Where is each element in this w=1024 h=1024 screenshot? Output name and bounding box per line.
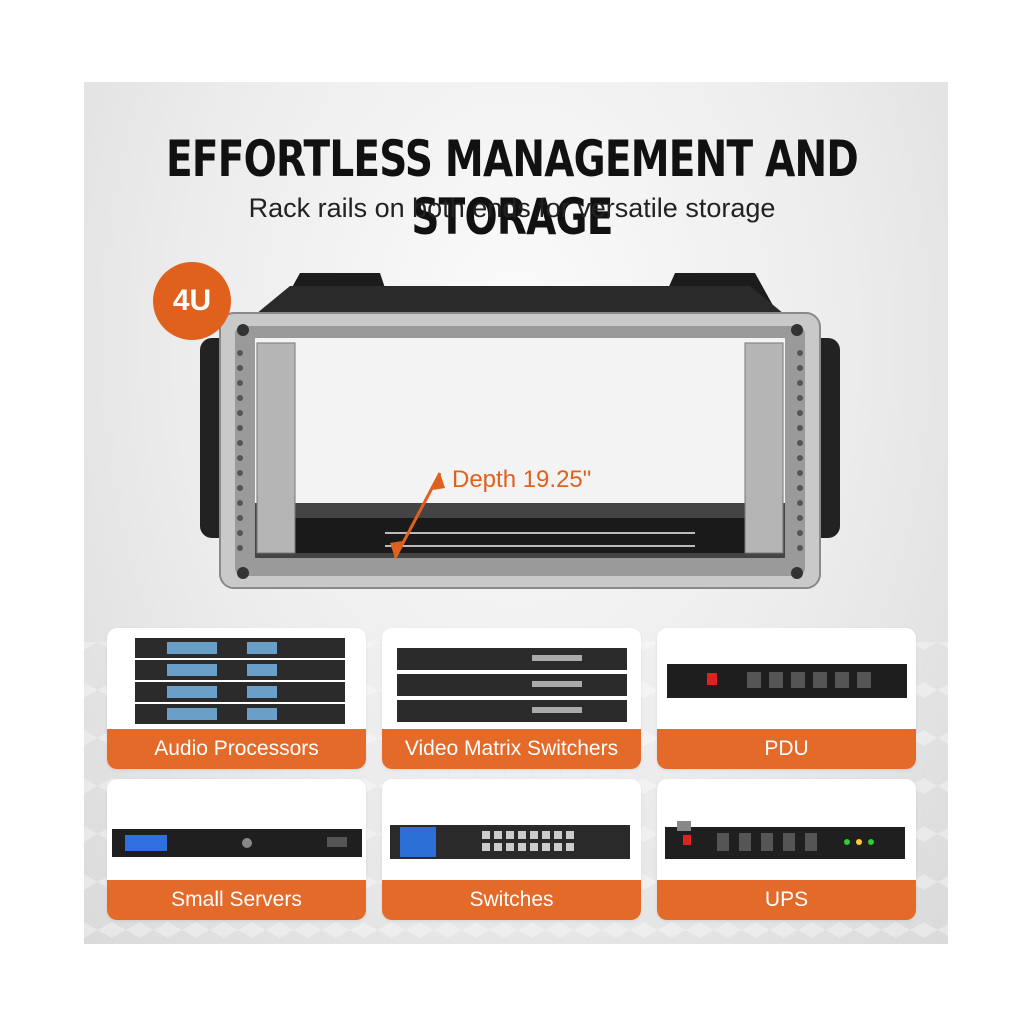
page-subtitle: Rack rails on both ends for versatile st… [248, 193, 776, 223]
video-matrix-image [397, 648, 627, 722]
depth-label: Depth 19.25" [452, 466, 592, 493]
small-server-image [112, 829, 362, 857]
rack-case-image [200, 273, 840, 589]
device-label: Switches [382, 880, 641, 920]
device-card-pdu: PDU [657, 628, 916, 769]
device-label: Audio Processors [107, 729, 366, 769]
device-label: PDU [657, 729, 916, 769]
device-card-audio-processors: Audio Processors [107, 628, 366, 769]
page-title: EFFORTLESS MANAGEMENT AND STORAGE [166, 130, 859, 246]
device-label: Small Servers [107, 880, 366, 920]
ups-image [665, 821, 905, 859]
device-card-video-matrix-switchers: Video Matrix Switchers [382, 628, 641, 769]
device-card-ups: UPS [657, 779, 916, 920]
device-card-small-servers: Small Servers [107, 779, 366, 920]
audio-processor-image [135, 638, 345, 724]
device-label: Video Matrix Switchers [382, 729, 641, 769]
device-card-switches: Switches [382, 779, 641, 920]
network-switch-image [390, 825, 630, 859]
rack-size-badge: 4U [153, 262, 231, 340]
device-label: UPS [657, 880, 916, 920]
pdu-image [667, 664, 907, 698]
